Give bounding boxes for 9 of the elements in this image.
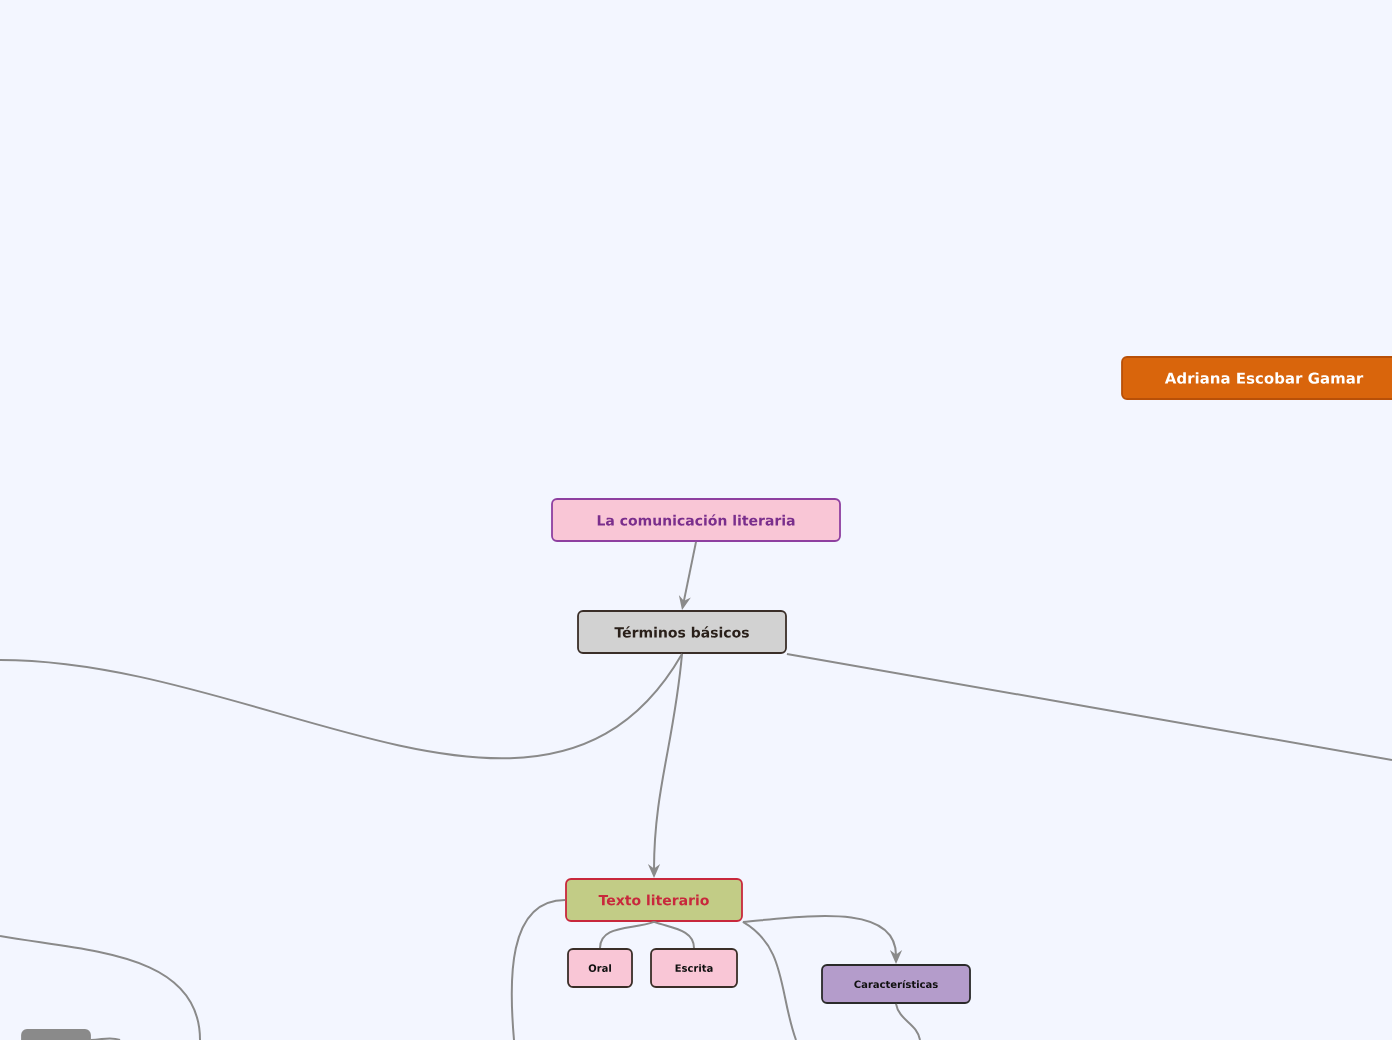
- connector: [89, 1037, 121, 1040]
- collapsed-box: [21, 1029, 91, 1040]
- connector: [599, 920, 655, 950]
- connector: [0, 652, 683, 760]
- connector: [653, 920, 695, 950]
- connector: [785, 652, 1392, 761]
- connector: [741, 920, 797, 1040]
- connector: [895, 1002, 921, 1040]
- connector: [510, 899, 567, 1040]
